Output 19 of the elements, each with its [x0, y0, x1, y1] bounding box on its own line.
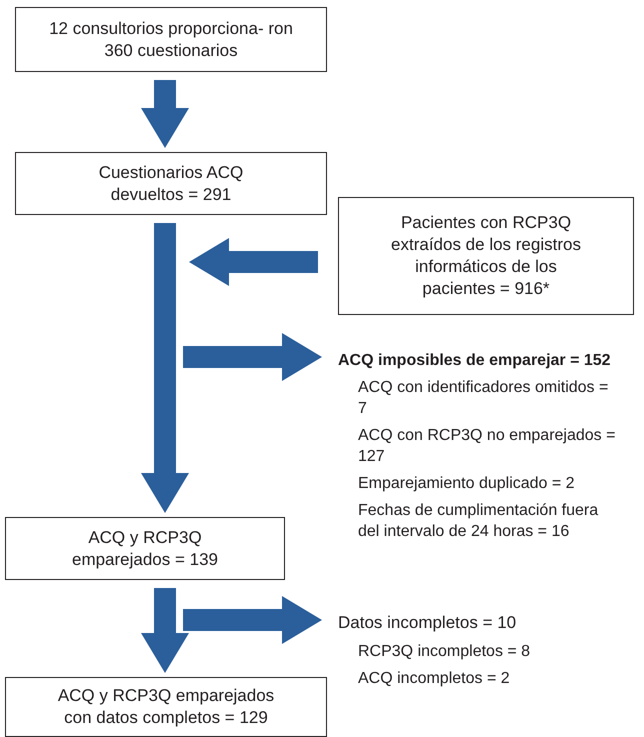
- group-heading: Datos incompletos = 10: [338, 612, 518, 633]
- sub-item: ACQ con identificadores omitidos = 7: [358, 378, 610, 419]
- block-arrow: [183, 333, 322, 381]
- sub-item: RCP3Q incompletos = 8: [358, 642, 532, 662]
- process-box: 12 consultorios proporciona- ron 360 cuestionarios: [15, 7, 327, 72]
- block-arrow: [183, 596, 322, 644]
- process-box: Pacientes con RCP3Q extraídos de los registros informáticos de los pacientes = 916*: [338, 197, 634, 315]
- process-box: ACQ y RCP3Q emparejados con datos completos = 129: [5, 677, 327, 737]
- sub-item: Fechas de cumplimentación fuera del intervalo de 24 horas = 16: [358, 501, 600, 542]
- sub-item: ACQ incompletos = 2: [358, 669, 511, 689]
- process-box: ACQ y RCP3Q emparejados = 139: [5, 517, 285, 580]
- block-arrow: [141, 588, 189, 673]
- group-heading: ACQ imposibles de emparejar = 152: [338, 351, 612, 371]
- process-box: Cuestionarios ACQ devueltos = 291: [15, 152, 327, 215]
- block-arrow: [141, 223, 189, 513]
- block-arrow: [141, 80, 189, 148]
- sub-item: Emparejamiento duplicado = 2: [358, 474, 576, 494]
- block-arrow: [189, 238, 318, 286]
- sub-item: ACQ con RCP3Q no emparejados = 127: [358, 426, 616, 467]
